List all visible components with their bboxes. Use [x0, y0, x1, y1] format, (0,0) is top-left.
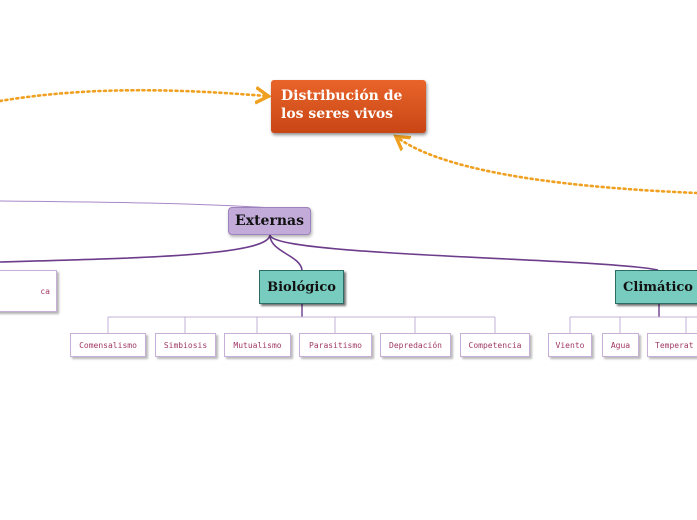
relation-arrow-left — [0, 90, 266, 101]
topic-left-partial[interactable]: ca — [0, 270, 57, 312]
branch-left — [0, 234, 271, 263]
branch-biologico — [269, 234, 303, 271]
parent-to-externas-line — [0, 200, 272, 209]
biologico-sub-connectors — [107, 304, 496, 333]
subtopic-mutualismo[interactable]: Mutualismo — [224, 333, 291, 357]
subtopic-depredacion[interactable]: Depredación — [380, 333, 451, 357]
topic-biologico[interactable]: Biológico — [259, 270, 344, 304]
climatico-sub-connectors — [569, 304, 697, 333]
subtopic-parasitismo[interactable]: Parasitismo — [299, 333, 372, 357]
subtopic-competencia[interactable]: Competencia — [460, 333, 530, 357]
topic-climatico[interactable]: Climático — [615, 270, 697, 304]
subtopic-viento[interactable]: Viento — [548, 333, 592, 357]
relation-arrow-right — [398, 138, 697, 195]
branch-climatico — [269, 234, 659, 271]
subtopic-temperatura[interactable]: Temperat — [647, 333, 697, 357]
topic-externas[interactable]: Externas — [228, 207, 311, 235]
subtopic-simbiosis[interactable]: Simbiosis — [155, 333, 216, 357]
central-topic[interactable]: Distribución de los seres vivos — [271, 80, 426, 133]
subtopic-comensalismo[interactable]: Comensalismo — [70, 333, 146, 357]
subtopic-agua[interactable]: Agua — [602, 333, 639, 357]
